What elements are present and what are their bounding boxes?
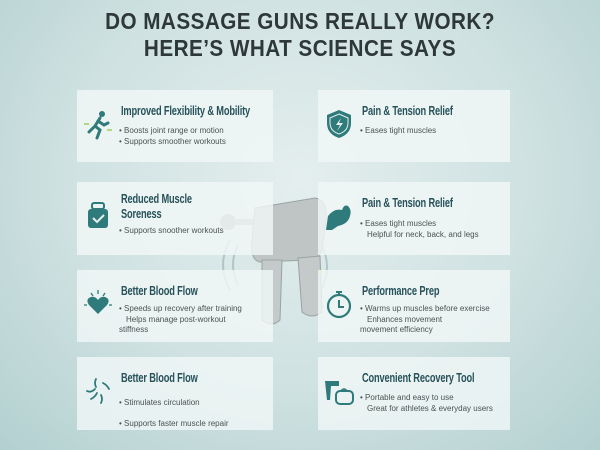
page-title: DO MASSAGE GUNS REALLY WORK? HERE’S WHAT… — [30, 8, 570, 62]
bullet: Eases tight muscles — [360, 126, 508, 137]
benefit-card-flexibility: Improved Flexibility & Mobility Boosts j… — [77, 90, 273, 162]
card-heading: Pain & Tension Relief — [362, 104, 453, 118]
card-heading: Improved Flexibility & Mobility — [121, 104, 251, 118]
bullet: Eases tight muscles — [360, 219, 508, 230]
benefit-card-pain-relief-2: Pain & Tension Relief Eases tight muscle… — [318, 182, 510, 255]
benefit-card-convenient: Convenient Recovery Tool Portable and ea… — [318, 357, 510, 430]
bullet: Great for athletes & everyday users — [367, 403, 493, 413]
bullet: Boosts joint range or motion — [119, 126, 271, 137]
card-heading: Performance Prep — [362, 284, 440, 298]
benefit-card-performance: Performance Prep Warms up muscles before… — [318, 270, 510, 342]
bullet: Warms up muscles before exercise — [360, 304, 508, 315]
bullet: Enhances movement movement efficiency — [360, 314, 443, 335]
heart-icon — [84, 290, 112, 314]
stopwatch-icon — [326, 291, 352, 319]
card-bullets: Boosts joint range or motionSupports smo… — [119, 126, 271, 147]
flexed-arm-icon — [326, 205, 351, 230]
bullet: Supports smoother workouts — [119, 137, 271, 148]
shield-icon — [327, 110, 351, 138]
card-bullets: Warms up muscles before exerciseEnhances… — [360, 304, 508, 336]
bullet: Helpful for neck, back, and legs — [367, 229, 479, 239]
bullet: Speeds up recovery after training — [119, 304, 271, 315]
card-heading: Reduced Muscle Soreness — [121, 192, 192, 221]
card-bullets: Eases tight muscles — [360, 126, 508, 137]
benefit-card-soreness: Reduced Muscle Soreness Supports snoothe… — [77, 182, 273, 255]
title-line-2: HERE’S WHAT SCIENCE SAYS — [143, 35, 457, 61]
benefit-card-circulation: Better Blood Flow Stimulates circulation… — [77, 357, 273, 430]
title-line-1: DO MASSAGE GUNS REALLY WORK? — [105, 8, 495, 34]
runner-icon — [84, 111, 112, 140]
card-bullets: Supports snoother workouts — [119, 226, 271, 237]
kettlebell-check-icon — [88, 202, 108, 228]
benefit-card-blood-flow: Better Blood Flow Speeds up recovery aft… — [77, 270, 273, 342]
card-heading: Convenient Recovery Tool — [362, 371, 475, 385]
bullet: Portable and easy to use — [360, 393, 508, 404]
card-bullets: Stimulates circulationSupports faster mu… — [119, 392, 271, 434]
bullet: Supports snoother workouts — [119, 226, 271, 237]
gun-bag-icon — [325, 381, 354, 405]
benefit-card-pain-relief: Pain & Tension Relief Eases tight muscle… — [318, 90, 510, 162]
card-heading: Better Blood Flow — [121, 371, 198, 385]
bullet: Helps manage post-workout stiffness — [119, 314, 226, 335]
bullet: Supports faster muscle repair — [119, 413, 271, 434]
card-heading: Pain & Tension Relief — [362, 196, 453, 210]
circulation-icon — [86, 378, 110, 404]
card-heading: Better Blood Flow — [121, 284, 198, 298]
bullet: Stimulates circulation — [119, 392, 271, 413]
